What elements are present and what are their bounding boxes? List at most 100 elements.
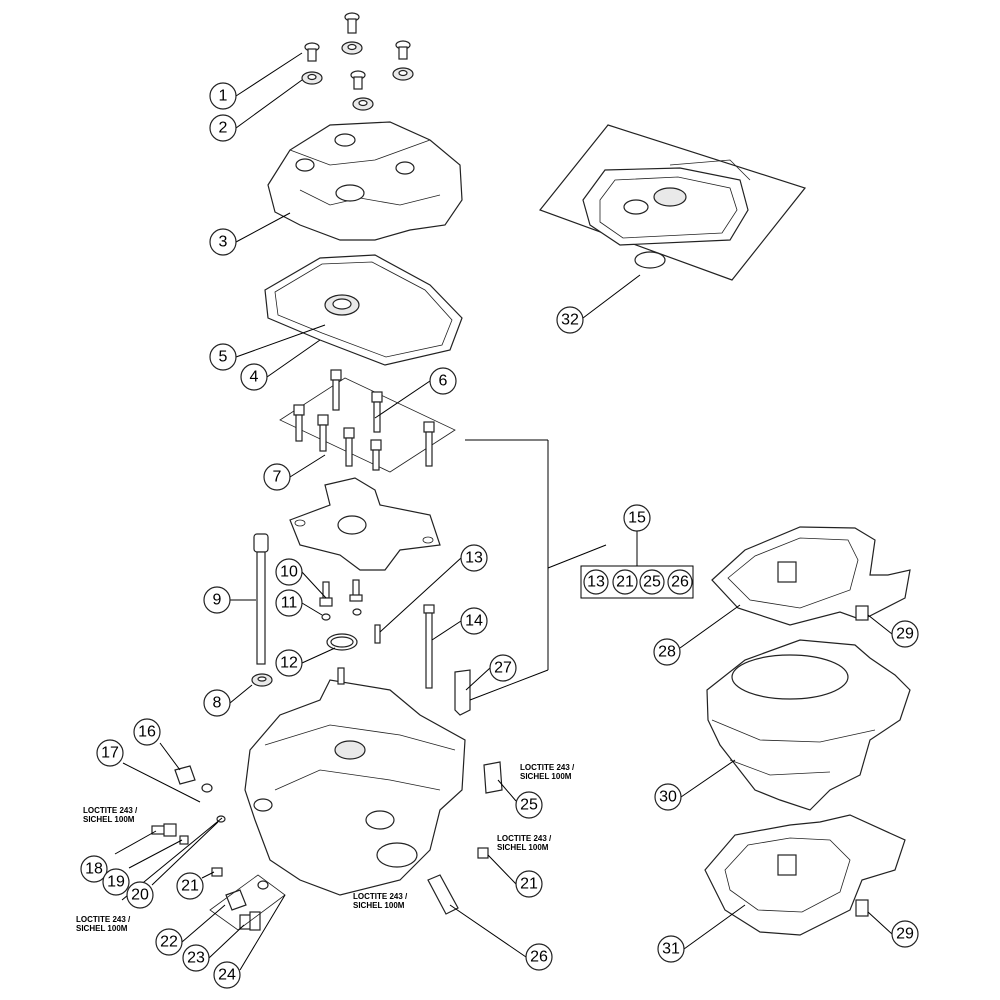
loctite-note-sleeve: LOCTITE 243 / SICHEL 100M [520, 763, 575, 781]
callout: 10 [275, 558, 303, 586]
callout: 30 [654, 783, 682, 811]
callout: 9 [203, 586, 231, 614]
kit-15-contents: 13 21 25 26 [583, 569, 693, 595]
callout-label: 6 [439, 373, 448, 390]
callouts: 1 2 3 4 5 6 7 8 9 10 11 12 13 14 15 16 1… [80, 82, 919, 989]
callout-label: 26 [530, 949, 548, 966]
callout-label: 23 [187, 950, 205, 967]
callout-label: 32 [561, 312, 579, 329]
callout-label: 3 [219, 234, 228, 251]
callout-label: 19 [107, 874, 125, 891]
loctite-note-line1: LOCTITE 243 / [83, 806, 138, 815]
loctite-note-line2: SICHEL 100M [76, 924, 128, 933]
callout: 11 [275, 589, 303, 617]
cover-screws [301, 12, 414, 111]
loctite-note-line1: LOCTITE 243 / [76, 915, 131, 924]
callout-label: 7 [273, 469, 282, 486]
callout: 15 [623, 504, 651, 532]
top-end-gasket-set [539, 124, 807, 281]
kit-item-label: 21 [616, 574, 634, 591]
callout: 24 [213, 961, 241, 989]
callout-label: 8 [213, 695, 222, 712]
callout-label: 18 [85, 861, 103, 878]
head-gasket [711, 526, 911, 626]
loctite-note-line1: LOCTITE 243 / [520, 763, 575, 772]
callout: 13 [460, 544, 488, 572]
callout-label: 27 [494, 660, 512, 677]
callout: 5 [209, 343, 237, 371]
callout: 19 [102, 868, 130, 896]
loctite-note-line2: SICHEL 100M [83, 815, 135, 824]
cylinder [706, 639, 911, 811]
cylinder-head [244, 667, 466, 896]
callout-label: 30 [659, 789, 677, 806]
valve-cover [267, 121, 463, 241]
callout-label: 14 [465, 613, 483, 630]
callout: 26 [525, 943, 553, 971]
callout: 29 [891, 920, 919, 948]
cam-bolts [279, 369, 456, 473]
loctite-note-sleeve-lower: LOCTITE 243 / SICHEL 100M [353, 892, 408, 910]
kit-item-label: 25 [643, 574, 661, 591]
callout-label: 15 [628, 510, 646, 527]
callout: 31 [657, 935, 685, 963]
callout-label: 21 [181, 878, 199, 895]
callout: 3 [209, 228, 237, 256]
callout-label: 20 [131, 887, 149, 904]
callout-label: 13 [465, 550, 483, 567]
callout-label: 1 [219, 88, 228, 105]
callout: 4 [240, 363, 268, 391]
callout-label: 17 [101, 745, 119, 762]
callout: 16 [133, 718, 161, 746]
loctite-note-line2: SICHEL 100M [520, 772, 572, 781]
callout: 25 [515, 791, 543, 819]
leader-lines [114, 52, 893, 971]
callout-label: 29 [896, 926, 914, 943]
callout: 27 [489, 654, 517, 682]
callout-label: 16 [138, 724, 156, 741]
callout-label: 4 [250, 369, 259, 386]
callout: 7 [263, 463, 291, 491]
callout-label: 29 [896, 626, 914, 643]
callout: 2 [209, 114, 237, 142]
callout: 21 [176, 872, 204, 900]
loctite-note-line2: SICHEL 100M [353, 901, 405, 910]
callout: 6 [429, 367, 457, 395]
callout: 21 [515, 870, 543, 898]
kit-item: 25 [639, 569, 665, 595]
callout: 17 [96, 739, 124, 767]
callout-label: 11 [281, 595, 298, 612]
callout-label: 12 [280, 655, 298, 672]
base-gasket [704, 814, 906, 936]
callout: 22 [155, 928, 183, 956]
callout-label: 24 [218, 967, 236, 984]
cover-gasket [264, 254, 463, 366]
callout: 32 [556, 306, 584, 334]
kit-item: 26 [667, 569, 693, 595]
callout: 28 [653, 638, 681, 666]
callout: 20 [126, 881, 154, 909]
loctite-note-line1: LOCTITE 243 / [497, 834, 552, 843]
callout: 23 [182, 944, 210, 972]
callout-label: 5 [219, 349, 228, 366]
callout-label: 28 [658, 644, 676, 661]
callout-label: 22 [160, 934, 178, 951]
kit-item-label: 13 [587, 574, 605, 591]
callout: 12 [275, 649, 303, 677]
callout-label: 21 [520, 876, 538, 893]
callout: 1 [209, 82, 237, 110]
callout: 8 [203, 689, 231, 717]
head-bolt [251, 533, 273, 687]
callout-label: 31 [662, 941, 680, 958]
small-parts [319, 579, 471, 716]
kit-item: 21 [612, 569, 638, 595]
callout: 29 [891, 620, 919, 648]
callout: 18 [80, 855, 108, 883]
loctite-note-left-lower: LOCTITE 243 / SICHEL 100M [76, 915, 131, 933]
cam-bridge [289, 477, 441, 571]
loctite-note-plug: LOCTITE 243 / SICHEL 100M [497, 834, 552, 852]
callout-label: 10 [280, 564, 298, 581]
kit-item-label: 26 [671, 574, 689, 591]
callout-label: 2 [219, 120, 228, 137]
